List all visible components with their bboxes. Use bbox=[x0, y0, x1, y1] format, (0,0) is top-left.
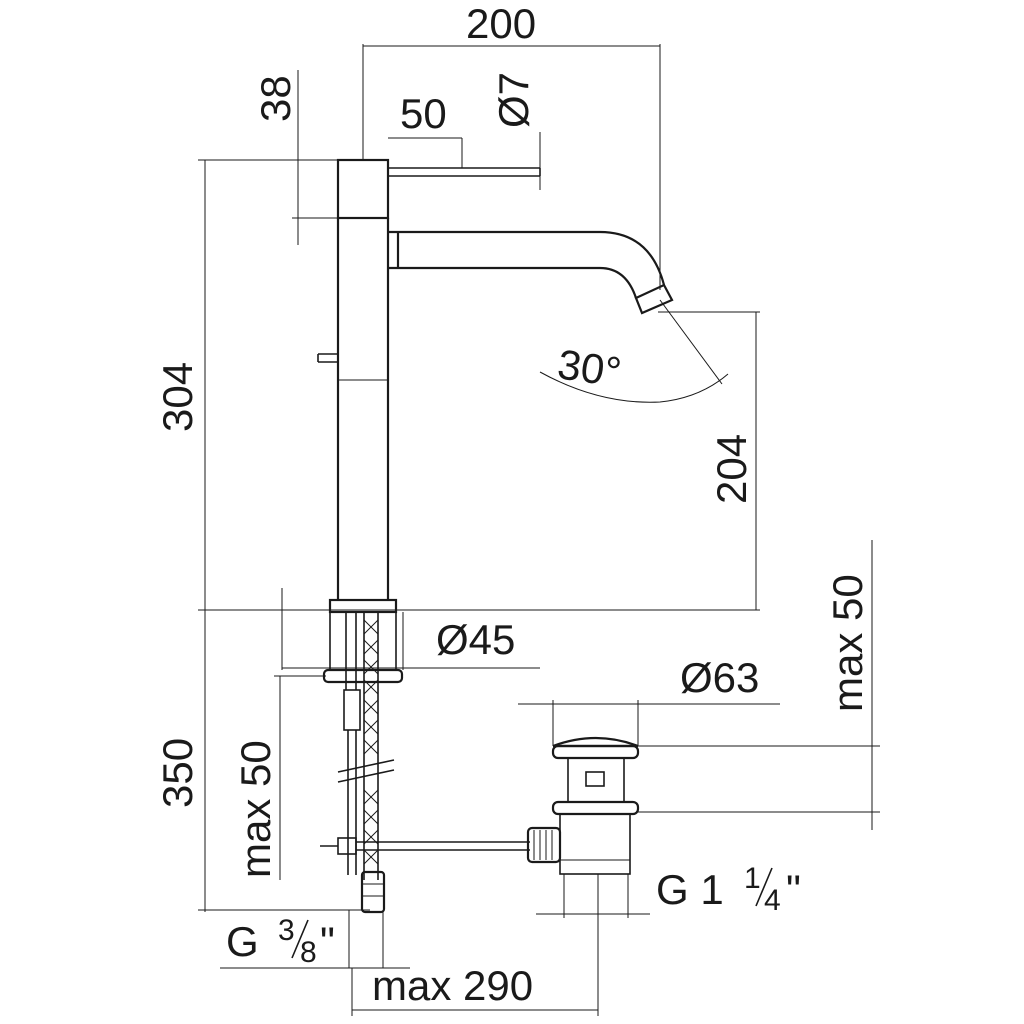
svg-text:": " bbox=[786, 866, 801, 913]
svg-text:1: 1 bbox=[744, 862, 761, 895]
thread-size-right: G 1 1 4 " bbox=[656, 862, 801, 917]
svg-text:": " bbox=[320, 918, 335, 965]
dimension-lines bbox=[198, 44, 880, 1016]
pop-up-drain bbox=[526, 736, 640, 875]
hose-braid bbox=[363, 619, 379, 865]
svg-text:G 1: G 1 bbox=[656, 866, 724, 913]
drain-cap bbox=[552, 736, 639, 748]
dimension-angle-30: 30° bbox=[555, 340, 624, 395]
base-flange bbox=[328, 598, 398, 614]
dimension-204: 204 bbox=[708, 434, 755, 504]
hose-fitting bbox=[360, 870, 386, 914]
drain-nut bbox=[551, 800, 640, 816]
svg-text:4: 4 bbox=[764, 884, 781, 917]
dimension-dia-45: Ø45 bbox=[436, 616, 515, 663]
thread-size-left: G 3 8 " bbox=[226, 914, 335, 969]
handle-block bbox=[336, 158, 390, 220]
svg-text:8: 8 bbox=[300, 936, 317, 969]
faucet-body bbox=[317, 158, 674, 914]
dimension-max-50-left: max 50 bbox=[232, 740, 279, 878]
aerator bbox=[634, 283, 674, 315]
drain-body bbox=[559, 813, 631, 875]
svg-text:3: 3 bbox=[278, 914, 295, 947]
dimension-304: 304 bbox=[154, 362, 201, 432]
dimension-max-290: max 290 bbox=[372, 962, 533, 1009]
dimension-200: 200 bbox=[466, 0, 536, 47]
lock-nut bbox=[322, 668, 404, 684]
dimension-max-50-right: max 50 bbox=[824, 574, 871, 712]
dimension-38: 38 bbox=[252, 75, 299, 122]
spout-bottom bbox=[388, 266, 638, 299]
drain-connector bbox=[526, 826, 562, 864]
dimension-dia-7: Ø7 bbox=[490, 72, 537, 128]
dimension-dia-63: Ø63 bbox=[680, 654, 759, 701]
svg-text:G: G bbox=[226, 918, 259, 965]
dimension-350: 350 bbox=[154, 738, 201, 808]
dimension-50: 50 bbox=[400, 90, 447, 137]
